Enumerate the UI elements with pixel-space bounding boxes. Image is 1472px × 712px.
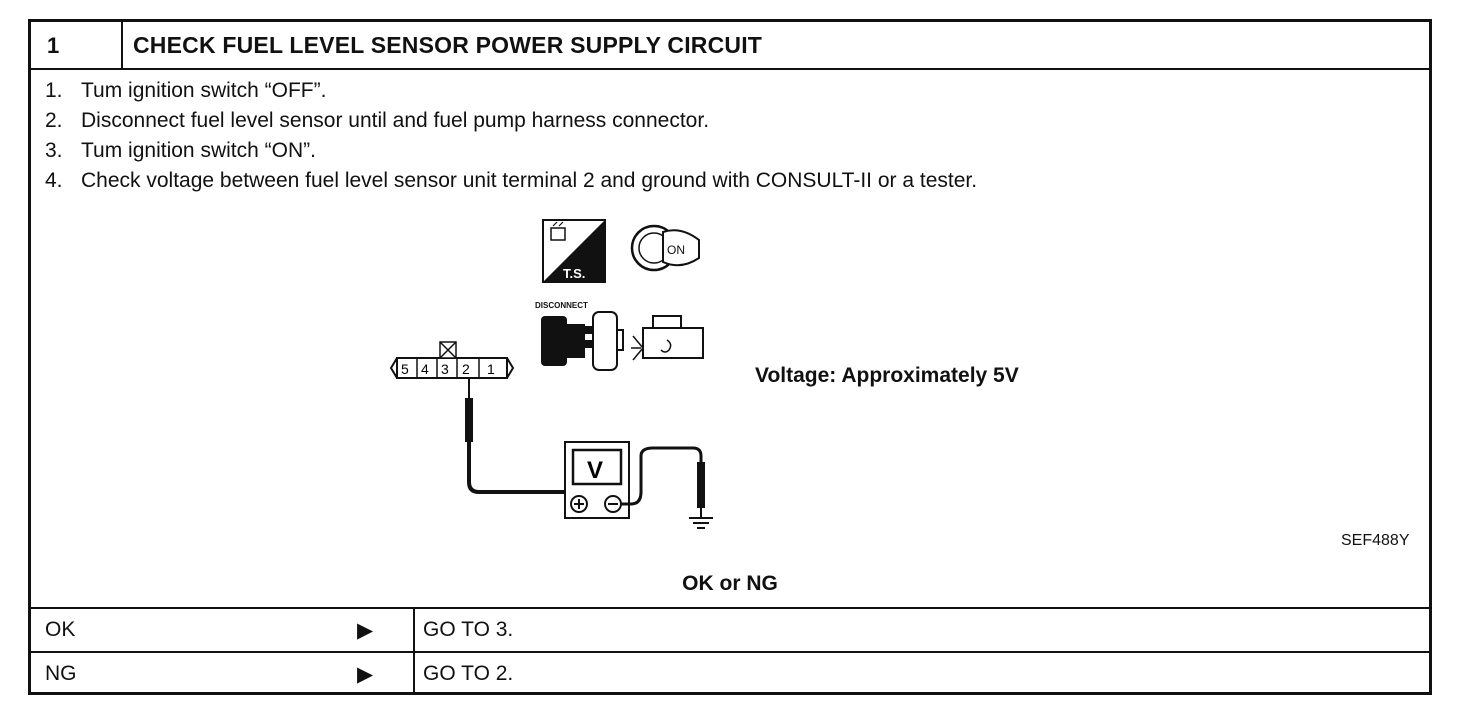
- pin-label: 4: [421, 361, 429, 377]
- fuel-tank-unit-icon: [631, 315, 704, 361]
- instruction-number: 2.: [45, 109, 63, 132]
- step-header: 1 CHECK FUEL LEVEL SENSOR POWER SUPPLY C…: [31, 22, 1429, 70]
- procedure-step-frame: 1 CHECK FUEL LEVEL SENSOR POWER SUPPLY C…: [28, 19, 1432, 695]
- voltage-spec: Voltage: Approximately 5V: [755, 364, 1019, 387]
- pin-label: 2: [462, 361, 470, 377]
- instruction-item: 1. Tum ignition switch “OFF”.: [45, 76, 977, 106]
- instruction-list: 1. Tum ignition switch “OFF”. 2. Disconnec…: [45, 76, 977, 196]
- header-divider: [121, 22, 123, 68]
- result-action: GO TO 2.: [423, 662, 514, 685]
- result-table: OK ▶ GO TO 3. NG ▶ GO TO 2.: [31, 607, 1429, 695]
- instruction-text: Disconnect fuel level sensor until and f…: [81, 109, 710, 132]
- instruction-number: 4.: [45, 169, 63, 192]
- result-label: OK: [45, 618, 76, 641]
- disconnect-label: DISCONNECT: [535, 301, 588, 310]
- result-action: GO TO 3.: [423, 618, 514, 641]
- ground-icon: [689, 508, 713, 529]
- row-divider: [413, 653, 415, 695]
- wiring-diagram: T.S. ON DISCONNECT: [389, 219, 713, 529]
- instruction-item: 2. Disconnect fuel level sensor until and…: [45, 106, 977, 136]
- instruction-text: Tum ignition switch “ON”.: [81, 139, 316, 162]
- ignition-key-on-icon: ON: [630, 224, 700, 272]
- positive-probe-lead: [465, 378, 571, 494]
- instruction-number: 3.: [45, 139, 63, 162]
- ignition-label: ON: [667, 243, 685, 257]
- step-number: 1: [47, 33, 60, 58]
- ts-label: T.S.: [563, 266, 585, 281]
- pin-label: 3: [441, 361, 449, 377]
- result-row-ok: OK ▶ GO TO 3.: [31, 607, 1429, 651]
- pin-label: 5: [401, 361, 409, 377]
- arrow-right-icon: ▶: [357, 663, 374, 686]
- harness-connector: 5 4 3 2 1: [389, 341, 515, 379]
- instruction-item: 4. Check voltage between fuel level senso…: [45, 166, 977, 196]
- disconnect-connector-icon: DISCONNECT: [535, 301, 624, 371]
- instruction-text: Check voltage between fuel level sensor …: [81, 169, 978, 192]
- meter-label: V: [587, 457, 603, 484]
- instruction-item: 3. Tum ignition switch “ON”.: [45, 136, 977, 166]
- tester-ts-icon: T.S.: [542, 219, 606, 283]
- instruction-number: 1.: [45, 79, 63, 102]
- result-heading: OK or NG: [682, 572, 778, 595]
- step-title: CHECK FUEL LEVEL SENSOR POWER SUPPLY CIR…: [133, 32, 763, 58]
- figure-reference: SEF488Y: [1341, 532, 1410, 549]
- voltmeter-icon: V: [564, 441, 630, 519]
- row-divider: [413, 609, 415, 651]
- instruction-text: Tum ignition switch “OFF”.: [81, 79, 327, 102]
- result-row-ng: NG ▶ GO TO 2.: [31, 651, 1429, 695]
- result-label: NG: [45, 662, 77, 685]
- negative-probe-lead: [621, 446, 705, 508]
- pin-label: 1: [487, 361, 495, 377]
- arrow-right-icon: ▶: [357, 619, 374, 642]
